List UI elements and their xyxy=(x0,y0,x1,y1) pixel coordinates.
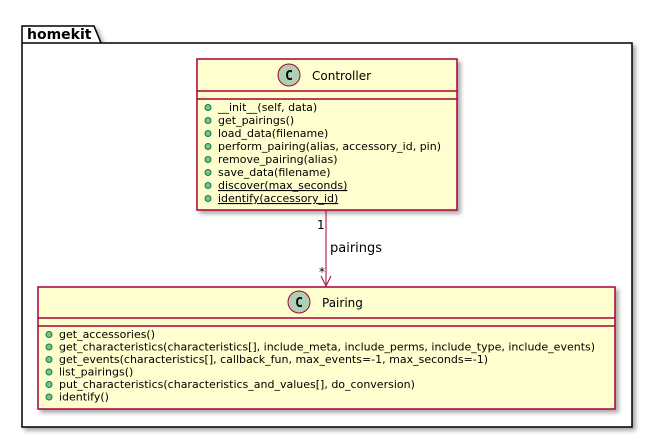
arrowhead xyxy=(320,275,332,288)
method-item: identify() xyxy=(45,391,109,404)
method-item: get_events(characteristics[], callback_f… xyxy=(45,353,488,366)
method-signature: discover(max_seconds) xyxy=(218,179,347,192)
method-item: get_pairings() xyxy=(204,114,294,127)
class-box xyxy=(196,58,458,211)
method-item: save_data(filename) xyxy=(204,166,331,179)
public-method-icon xyxy=(204,104,212,111)
method-list: __init__(self, data)get_pairings()load_d… xyxy=(204,101,441,205)
public-method-icon xyxy=(45,381,53,388)
method-signature: identify() xyxy=(59,391,109,404)
package-title: homekit xyxy=(27,27,92,43)
method-signature: remove_pairing(alias) xyxy=(218,153,338,166)
public-method-icon xyxy=(204,143,212,150)
method-item: discover(max_seconds) xyxy=(204,179,347,192)
class-pairing[interactable]: C Pairing get_accessories()get_character… xyxy=(37,286,616,410)
association-pairings: 1 * pairings xyxy=(317,210,382,288)
public-method-icon xyxy=(45,331,53,338)
method-item: identify(accessory_id) xyxy=(204,192,338,205)
public-method-icon xyxy=(45,356,53,363)
public-method-icon xyxy=(204,182,212,189)
method-item: list_pairings() xyxy=(45,366,133,379)
method-signature: load_data(filename) xyxy=(218,127,328,140)
public-method-icon xyxy=(204,117,212,124)
class-box xyxy=(37,286,616,410)
source-multiplicity: 1 xyxy=(317,218,325,232)
class-icon-letter: C xyxy=(285,69,293,84)
method-signature: put_characteristics(characteristics_and_… xyxy=(59,378,415,391)
method-signature: identify(accessory_id) xyxy=(218,192,338,205)
method-signature: get_pairings() xyxy=(218,114,294,127)
method-item: get_accessories() xyxy=(45,328,155,341)
class-stereotype-icon xyxy=(287,290,311,314)
method-signature: perform_pairing(alias, accessory_id, pin… xyxy=(218,140,441,153)
method-signature: get_events(characteristics[], callback_f… xyxy=(59,353,488,366)
public-method-icon xyxy=(45,368,53,376)
class-stereotype-icon xyxy=(277,63,301,87)
method-item: __init__(self, data) xyxy=(204,101,317,114)
class-name: Pairing xyxy=(322,296,363,310)
public-method-icon xyxy=(45,393,53,401)
public-method-icon xyxy=(204,169,212,176)
method-item: put_characteristics(characteristics_and_… xyxy=(45,378,415,391)
method-signature: save_data(filename) xyxy=(218,166,331,179)
association-label: pairings xyxy=(330,241,382,256)
method-signature: list_pairings() xyxy=(59,366,133,379)
public-method-icon xyxy=(204,130,212,137)
class-controller[interactable]: C Controller __init__(self, data)get_pai… xyxy=(196,58,458,211)
method-signature: __init__(self, data) xyxy=(217,101,317,114)
method-signature: get_accessories() xyxy=(59,328,155,341)
method-item: get_characteristics(characteristics[], i… xyxy=(45,341,595,354)
method-item: remove_pairing(alias) xyxy=(204,153,338,166)
method-list: get_accessories()get_characteristics(cha… xyxy=(45,328,595,404)
public-method-icon xyxy=(45,343,53,351)
class-name: Controller xyxy=(312,69,371,83)
method-signature: get_characteristics(characteristics[], i… xyxy=(59,341,595,354)
method-item: load_data(filename) xyxy=(204,127,328,140)
public-method-icon xyxy=(204,195,212,202)
class-icon-letter: C xyxy=(295,296,303,311)
target-multiplicity: * xyxy=(319,265,325,279)
public-method-icon xyxy=(204,156,212,163)
method-item: perform_pairing(alias, accessory_id, pin… xyxy=(204,140,441,153)
